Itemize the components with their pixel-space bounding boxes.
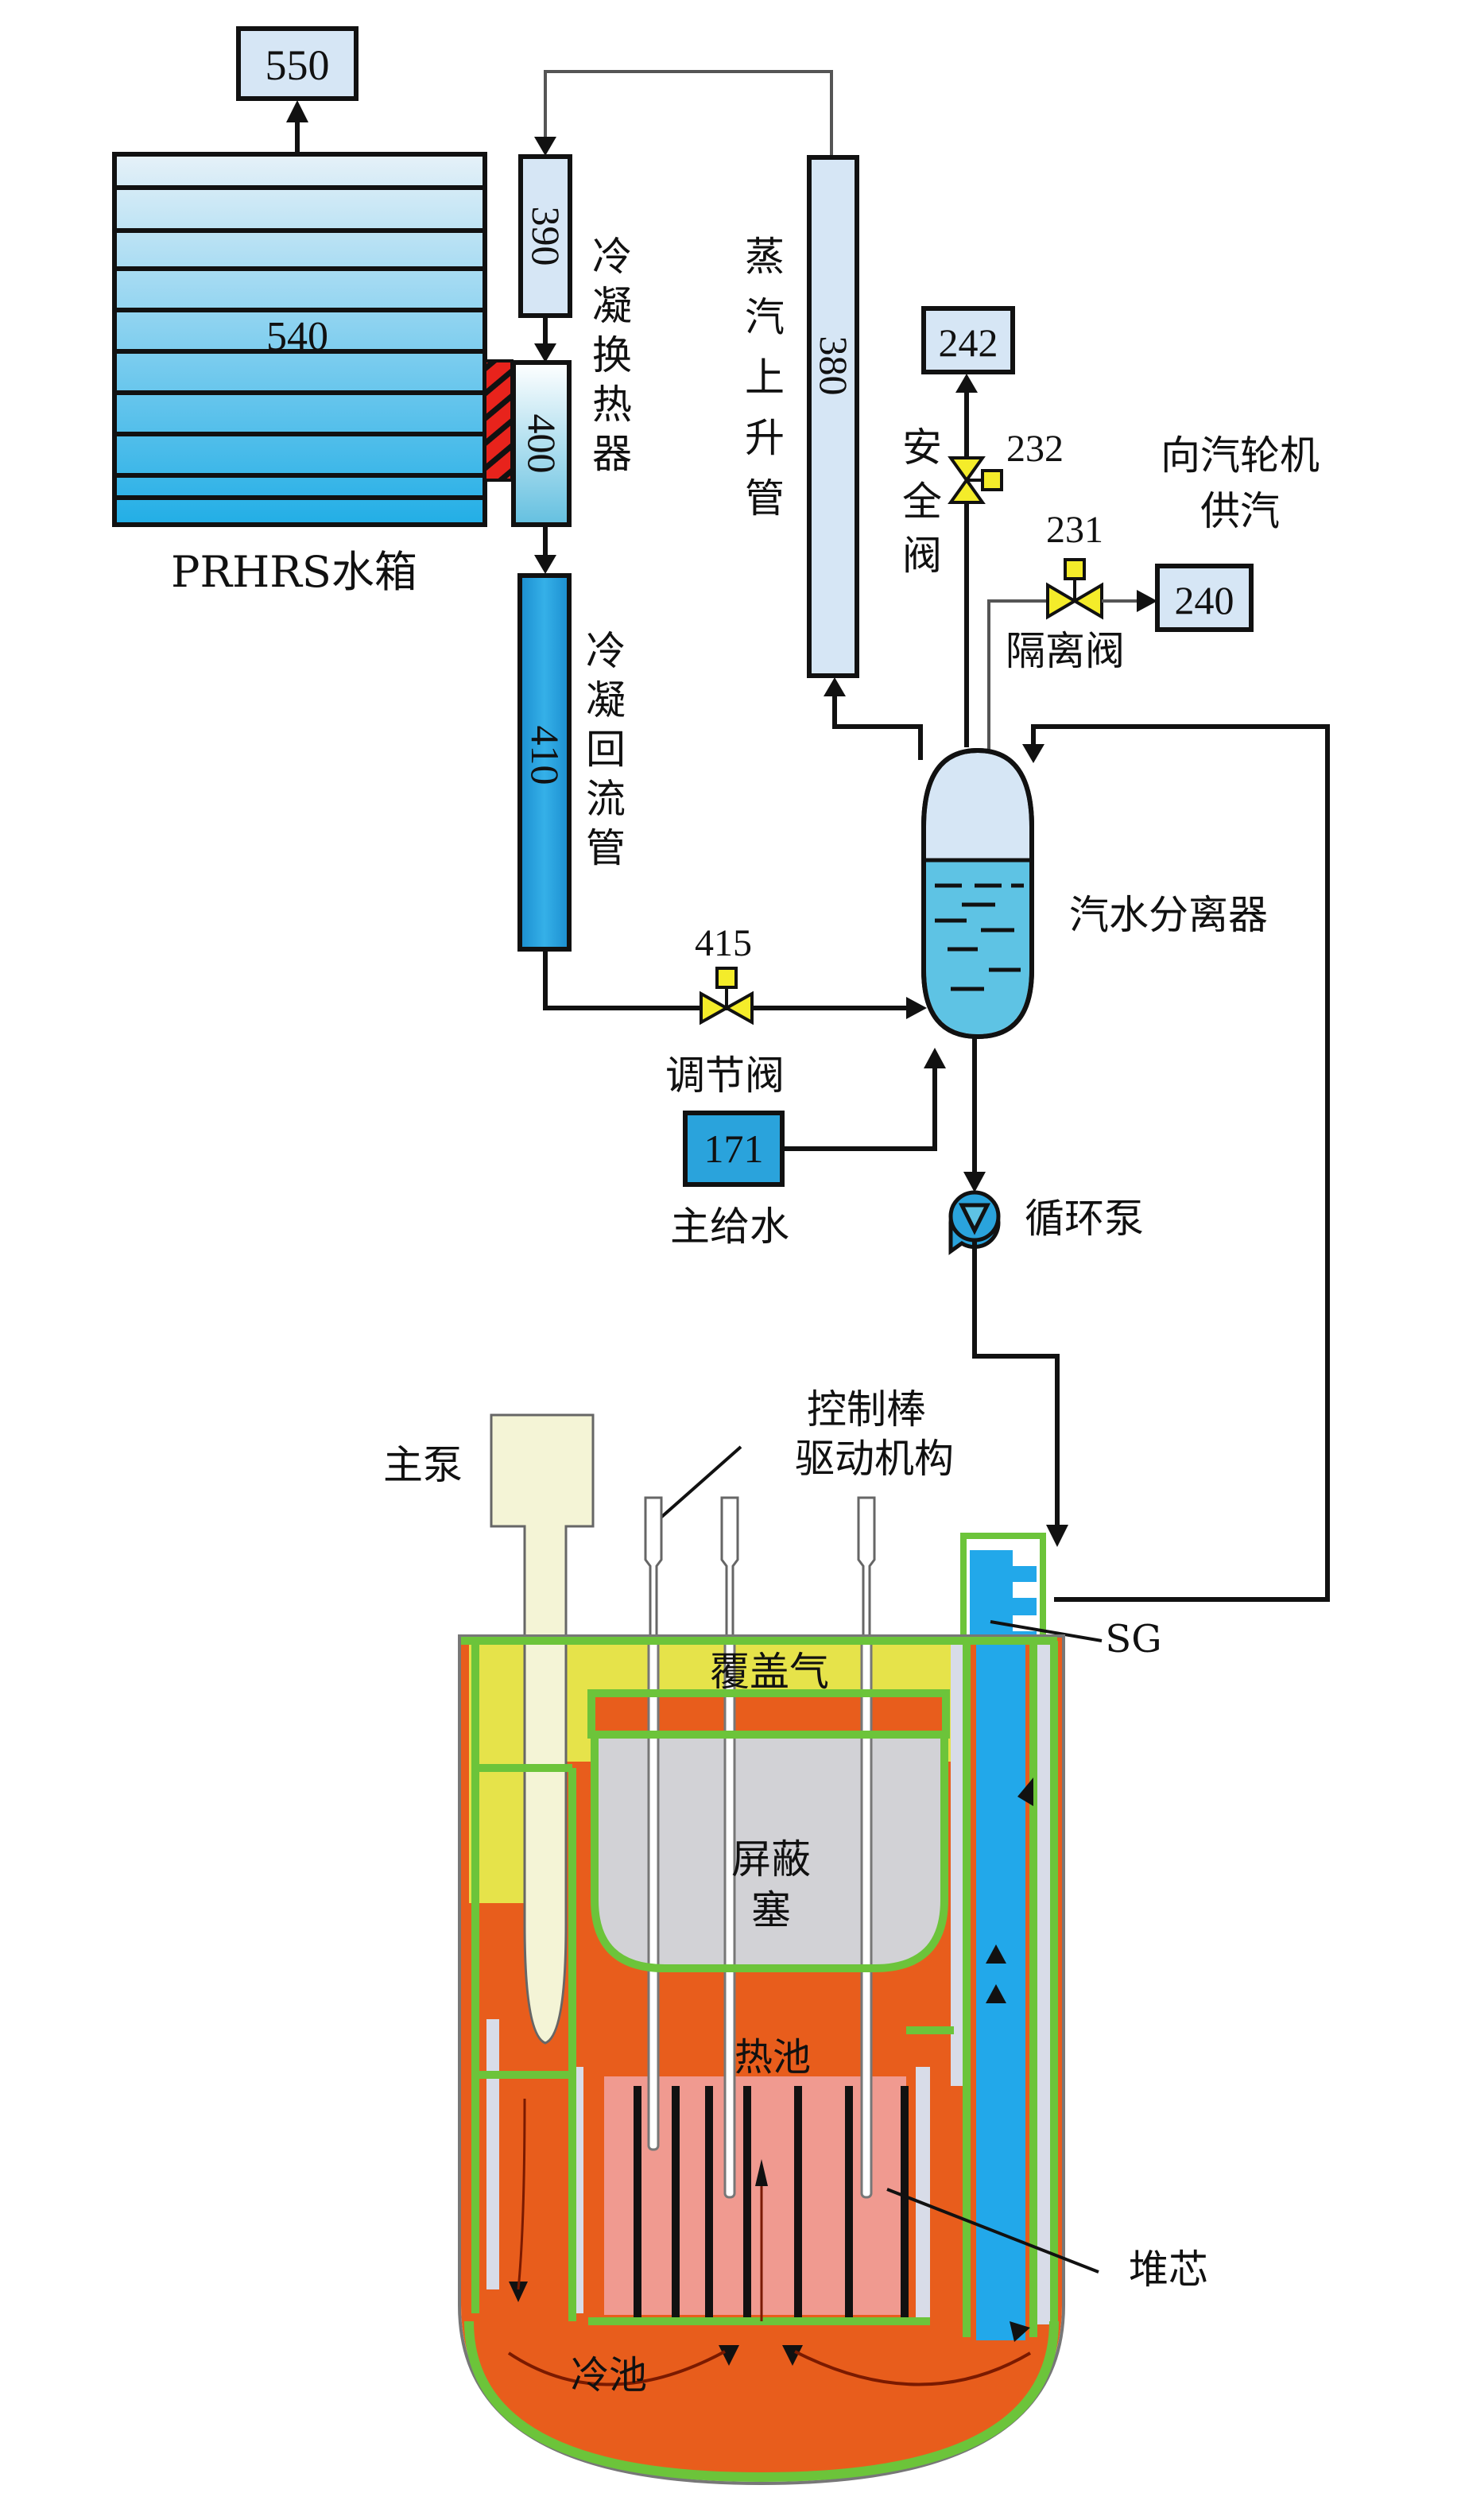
valve-232-label: 232	[1006, 428, 1064, 470]
box-242: 242	[921, 306, 1015, 374]
pipe-410: 410	[517, 573, 572, 952]
svg-text:冷: 冷	[586, 628, 626, 674]
svg-text:全: 全	[902, 479, 942, 525]
pipe-400-label: 400	[520, 414, 564, 474]
svg-text:上: 上	[745, 355, 785, 401]
arrow-down-icon	[534, 137, 556, 156]
svg-text:器: 器	[592, 431, 632, 477]
arrow-down-icon	[534, 343, 556, 362]
box-550: 550	[236, 26, 358, 101]
arrow-right-icon	[1137, 590, 1157, 612]
svg-text:管: 管	[586, 825, 626, 871]
shield-plug-label-1: 屏蔽	[731, 1836, 811, 1882]
shield-plug-label-2: 塞	[751, 1887, 791, 1933]
pipe-390-label: 390	[524, 207, 568, 266]
svg-text:汽: 汽	[745, 294, 785, 340]
arrow-up-icon	[924, 1048, 946, 1068]
arrow-down-icon	[1046, 1525, 1068, 1547]
arrow-up-icon	[955, 374, 978, 393]
svg-text:蒸: 蒸	[745, 234, 785, 280]
to-turbine-label-2: 供汽	[1200, 488, 1280, 534]
arrow-right-icon	[906, 997, 927, 1019]
hot-pool-label: 热池	[734, 2035, 811, 2080]
pipe-400: 400	[511, 360, 572, 527]
control-rod-drives	[644, 1496, 876, 1642]
reactor-vessel	[458, 1634, 1065, 2486]
box-242-label: 242	[939, 320, 998, 365]
svg-text:回: 回	[586, 727, 626, 773]
valve-415-label: 415	[695, 922, 752, 964]
prhrs-tank-label: PRHRS水箱	[171, 547, 417, 597]
arrow-down-icon	[1022, 744, 1044, 763]
valve-231-label: 231	[1046, 509, 1103, 551]
box-550-label: 550	[265, 41, 330, 89]
valve-415	[700, 967, 754, 1025]
prhrs-tank: 540	[112, 152, 487, 527]
isolation-valve-231	[1046, 558, 1103, 620]
regulating-valve-label: 调节阀	[665, 1053, 785, 1099]
cover-gas-label: 覆盖气	[710, 1649, 829, 1695]
safety-valve-232	[948, 456, 1003, 504]
arrow-up-icon	[824, 677, 846, 696]
box-240: 240	[1155, 564, 1254, 632]
main-feedwater-label: 主给水	[670, 1204, 789, 1250]
steam-generator-top	[960, 1533, 1046, 1644]
steam-water-separator	[921, 747, 1034, 1040]
steam-riser-label: 蒸 汽 上 升 管	[745, 234, 785, 521]
svg-text:安: 安	[902, 425, 942, 471]
svg-text:换: 换	[592, 332, 632, 378]
svg-text:冷: 冷	[592, 234, 632, 280]
condensing-hx-label: 冷 凝 换 热 器	[592, 234, 632, 477]
to-turbine-label-1: 向汽轮机	[1161, 432, 1320, 479]
arrow-down-icon	[963, 1172, 986, 1192]
sg-label: SG	[1105, 1617, 1161, 1661]
pipe-410-label: 410	[523, 726, 568, 785]
box-171: 171	[683, 1111, 785, 1187]
cold-pool-label: 冷池	[571, 2353, 647, 2398]
svg-text:管: 管	[745, 475, 785, 521]
pipe-380: 380	[807, 155, 859, 678]
main-pump	[490, 1413, 595, 1642]
core-label: 堆芯	[1129, 2247, 1208, 2293]
box-240-label: 240	[1175, 578, 1234, 622]
crdm-label-2: 驱动机构	[795, 1436, 954, 1482]
arrow-down-icon	[534, 555, 556, 574]
condensate-return-label: 冷 凝 回 流 管	[586, 628, 626, 871]
svg-text:热: 热	[592, 382, 632, 428]
circulation-pump-icon	[948, 1190, 1001, 1255]
svg-text:凝: 凝	[592, 283, 632, 329]
safety-valve-label: 安 全 阀	[902, 425, 942, 579]
pipe-390: 390	[518, 154, 572, 318]
arrow-up-icon	[286, 100, 308, 122]
box-171-label: 171	[704, 1126, 764, 1171]
svg-text:流: 流	[586, 776, 626, 822]
main-pump-label: 主泵	[383, 1442, 463, 1488]
svg-text:凝: 凝	[586, 677, 626, 723]
crdm-label-1: 控制棒	[807, 1386, 926, 1433]
svg-text:升: 升	[745, 415, 785, 461]
separator-label: 汽水分离器	[1069, 892, 1268, 938]
pipe-380-label: 380	[812, 336, 856, 396]
circulation-pump-label: 循环泵	[1025, 1196, 1144, 1242]
isolation-valve-label: 隔离阀	[1006, 628, 1125, 674]
tank-540-label: 540	[266, 314, 328, 359]
svg-text:阀: 阀	[902, 533, 942, 579]
heater-hatch	[483, 359, 514, 482]
